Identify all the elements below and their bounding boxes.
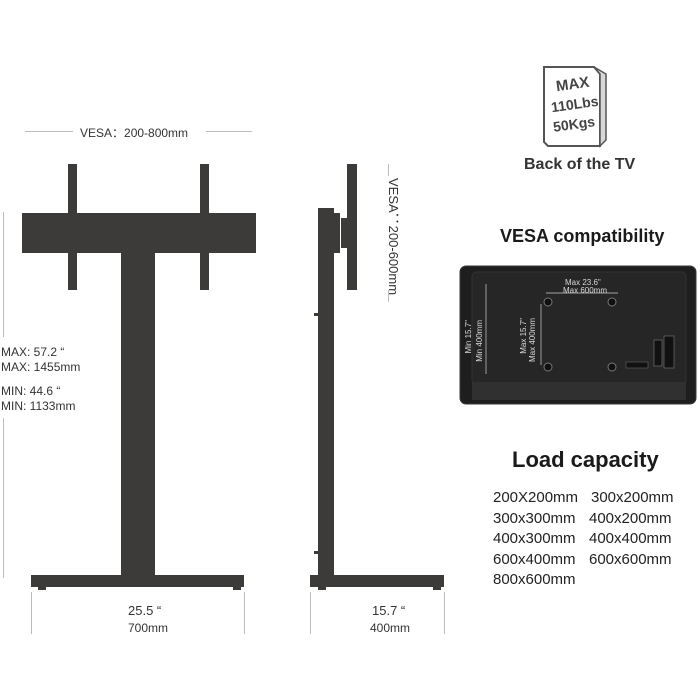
base-width-in: 25.5 “ xyxy=(128,603,162,618)
vesa-size-item: 400x400mm xyxy=(589,530,672,547)
front-foot-right xyxy=(233,587,241,590)
vesa-size-item: 300x300mm xyxy=(493,509,576,527)
tv-min-height-mm: Min 400mm xyxy=(475,320,484,362)
height-min-in: MIN: 44.6 “ xyxy=(1,384,61,398)
vesa-size-list: 200X200mm 300x200mm 300x300mm 400x200mm 40… xyxy=(493,488,674,591)
vesa-height-dim-line-top xyxy=(388,164,389,176)
vesa-section-title: VESA compatibility xyxy=(500,226,665,246)
side-foot-left xyxy=(318,587,326,590)
base-depth-ext-right xyxy=(444,592,445,634)
base-width-ext-right xyxy=(244,592,245,634)
tv-max-height-in: Max 15.7" xyxy=(519,318,528,354)
vesa-size-item: 600x600mm xyxy=(589,550,672,568)
height-max-mm: MAX: 1455mm xyxy=(1,360,81,374)
vesa-height-label: VESA：200-600mm xyxy=(386,178,401,296)
vesa-size-item: 300x200mm xyxy=(591,489,674,506)
side-foot-right xyxy=(433,587,441,590)
badge-caption: Back of the TV xyxy=(524,156,636,173)
vesa-width-label: VESA：200-800mm xyxy=(80,126,189,140)
side-bracket xyxy=(334,213,340,253)
vesa-height-dim-line-bottom xyxy=(388,290,389,302)
front-vesa-arm-left xyxy=(68,164,77,290)
weight-badge-icon xyxy=(543,66,607,148)
vesa-size-row: 200X200mm 300x200mm xyxy=(493,488,674,509)
base-depth-in: 15.7 “ xyxy=(372,603,406,618)
vesa-size-item: 800x600mm xyxy=(493,571,576,588)
front-column xyxy=(121,253,155,575)
tv-max-height-mm: Max 400mm xyxy=(528,318,537,363)
vesa-size-item: 400x200mm xyxy=(589,509,672,527)
front-base xyxy=(31,575,244,587)
tv-max-width-mm: Max 600mm xyxy=(563,286,608,295)
side-vesa-arm xyxy=(347,164,357,290)
base-depth-mm: 400mm xyxy=(370,621,411,635)
load-section-title: Load capacity xyxy=(512,447,659,472)
tv-min-height-in: Min 15.7" xyxy=(464,320,473,354)
side-base xyxy=(310,575,444,587)
base-width-mm: 700mm xyxy=(128,621,169,635)
vesa-size-row: 600x400mm 600x600mm xyxy=(493,550,674,571)
vesa-size-row: 400x300mm 400x400mm xyxy=(493,529,674,550)
side-bracket-plate xyxy=(341,218,347,248)
vesa-size-row: 300x300mm 400x200mm xyxy=(493,509,674,530)
side-column xyxy=(318,208,334,575)
tv-max-width-in: Max 23.6" xyxy=(565,278,601,287)
height-max-in: MAX: 57.2 “ xyxy=(1,345,65,359)
front-crossbar xyxy=(22,213,256,253)
base-depth-ext-left xyxy=(310,592,311,634)
side-column-knob-top xyxy=(314,313,319,316)
vesa-size-item: 200X200mm xyxy=(493,489,579,506)
height-min-mm: MIN: 1133mm xyxy=(1,399,76,413)
vesa-size-row: 800x600mm xyxy=(493,570,674,591)
height-dim-line-top xyxy=(3,212,4,337)
side-column-knob-bottom xyxy=(314,551,319,554)
height-dim-line-bottom xyxy=(3,418,4,578)
front-foot-left xyxy=(38,587,46,590)
front-vesa-arm-right xyxy=(200,164,209,290)
vesa-width-dim-line-left xyxy=(25,131,73,132)
base-width-ext-left xyxy=(31,592,32,634)
vesa-size-item: 600x400mm xyxy=(493,550,576,568)
vesa-size-item: 400x300mm xyxy=(493,530,576,547)
tv-back-illustration xyxy=(459,265,697,405)
vesa-width-dim-line-right xyxy=(206,131,252,132)
